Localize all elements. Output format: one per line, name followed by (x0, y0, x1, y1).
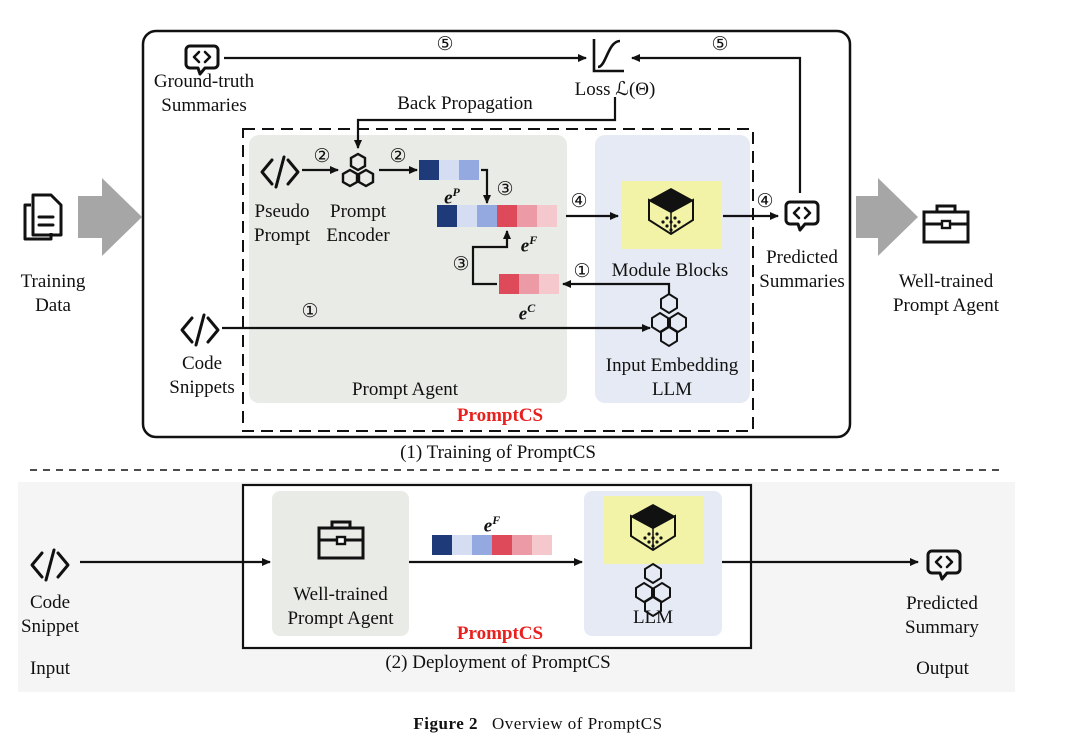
figure-caption-text: Overview of PromptCS (492, 714, 663, 733)
deploy-e-f-label: eF (483, 513, 501, 537)
step-4-b: ④ (756, 191, 774, 212)
training-connectors (222, 54, 802, 332)
deployment-title: (2) Deployment of PromptCS (385, 652, 611, 673)
back-propagation-label: Back Propagation (397, 93, 533, 114)
step-5-top-right: ⑤ (711, 34, 729, 55)
e-p-bar (419, 160, 479, 180)
sigmoid-icon (592, 39, 624, 73)
well-trained-agent-icon (922, 204, 970, 244)
training-frame (141, 29, 852, 439)
step-1-b: ① (301, 301, 319, 322)
promptcs-dashed-frame (242, 128, 754, 432)
module-blocks-label: Module Blocks (611, 260, 729, 281)
document-icon (23, 193, 63, 241)
e-c-label: eC (518, 301, 536, 325)
step-2-a: ② (313, 146, 331, 167)
prompt-agent-label: Prompt Agent (351, 379, 459, 400)
step-1-a: ① (573, 261, 591, 282)
figure-caption-label: Figure 2 (413, 714, 479, 733)
e-f-label: eF (520, 233, 538, 257)
input-label: Input (29, 658, 71, 679)
promptcs-brand-deployment: PromptCS (456, 623, 544, 644)
deploy-llm-label: LLM (632, 607, 674, 628)
loss-label: Loss ℒ(Θ) (574, 79, 656, 100)
deploy-agent-panel (272, 491, 409, 636)
step-5-top-left: ⑤ (436, 34, 454, 55)
output-agent-arrow (856, 178, 918, 256)
e-f-bar (437, 205, 557, 227)
deploy-e-f-bar (432, 535, 552, 555)
e-p-label: eP (444, 185, 460, 209)
code-snippets-icon (180, 313, 220, 347)
e-c-bar (499, 274, 559, 294)
figure-caption: Figure 2 Overview of PromptCS (0, 714, 1076, 734)
step-3-b: ③ (452, 254, 470, 275)
step-4-a: ④ (570, 191, 588, 212)
promptcs-brand-training: PromptCS (456, 405, 544, 426)
predicted-summaries-chat-icon (784, 200, 820, 232)
output-label: Output (916, 658, 969, 679)
step-3-a: ③ (496, 179, 514, 200)
training-data-arrow (78, 178, 142, 256)
step-2-b: ② (389, 146, 407, 167)
training-title: (1) Training of PromptCS (400, 442, 596, 463)
